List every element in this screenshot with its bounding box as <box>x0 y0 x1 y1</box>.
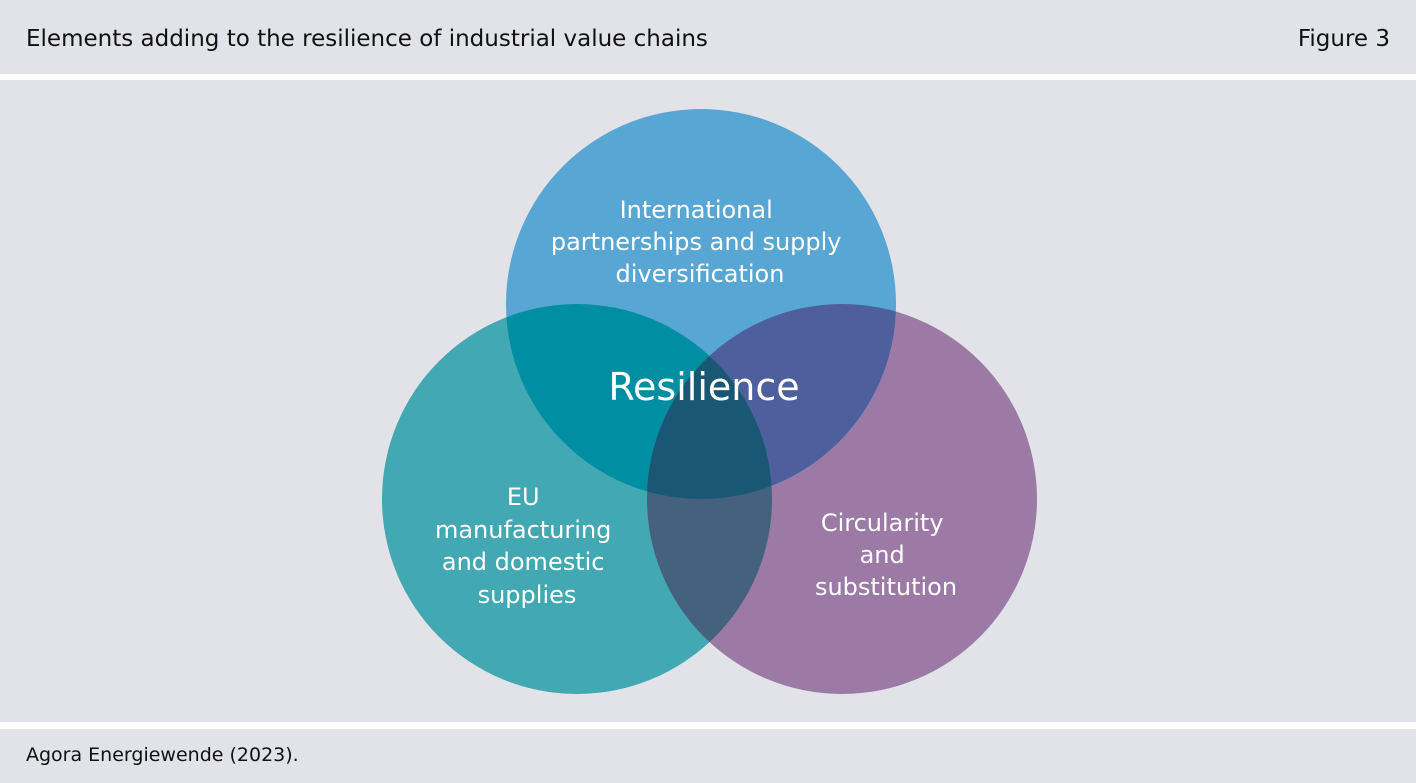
label-right: Circularity and substitution <box>815 509 957 601</box>
label-left: EU manufacturing and domestic supplies <box>435 483 619 609</box>
overlap-center <box>647 304 772 499</box>
label-top: International partnerships and supply di… <box>551 196 849 288</box>
source-note: Agora Energiewende (2023). <box>26 744 299 766</box>
diagram-area: International partnerships and supply di… <box>0 80 1416 722</box>
figure-footer: Agora Energiewende (2023). <box>0 729 1416 783</box>
label-center-resilience: Resilience <box>608 365 799 409</box>
figure-header: Elements adding to the resilience of ind… <box>0 0 1416 74</box>
figure-title: Elements adding to the resilience of ind… <box>26 26 708 52</box>
figure-number: Figure 3 <box>1297 26 1390 52</box>
venn-diagram: International partnerships and supply di… <box>382 109 1037 694</box>
